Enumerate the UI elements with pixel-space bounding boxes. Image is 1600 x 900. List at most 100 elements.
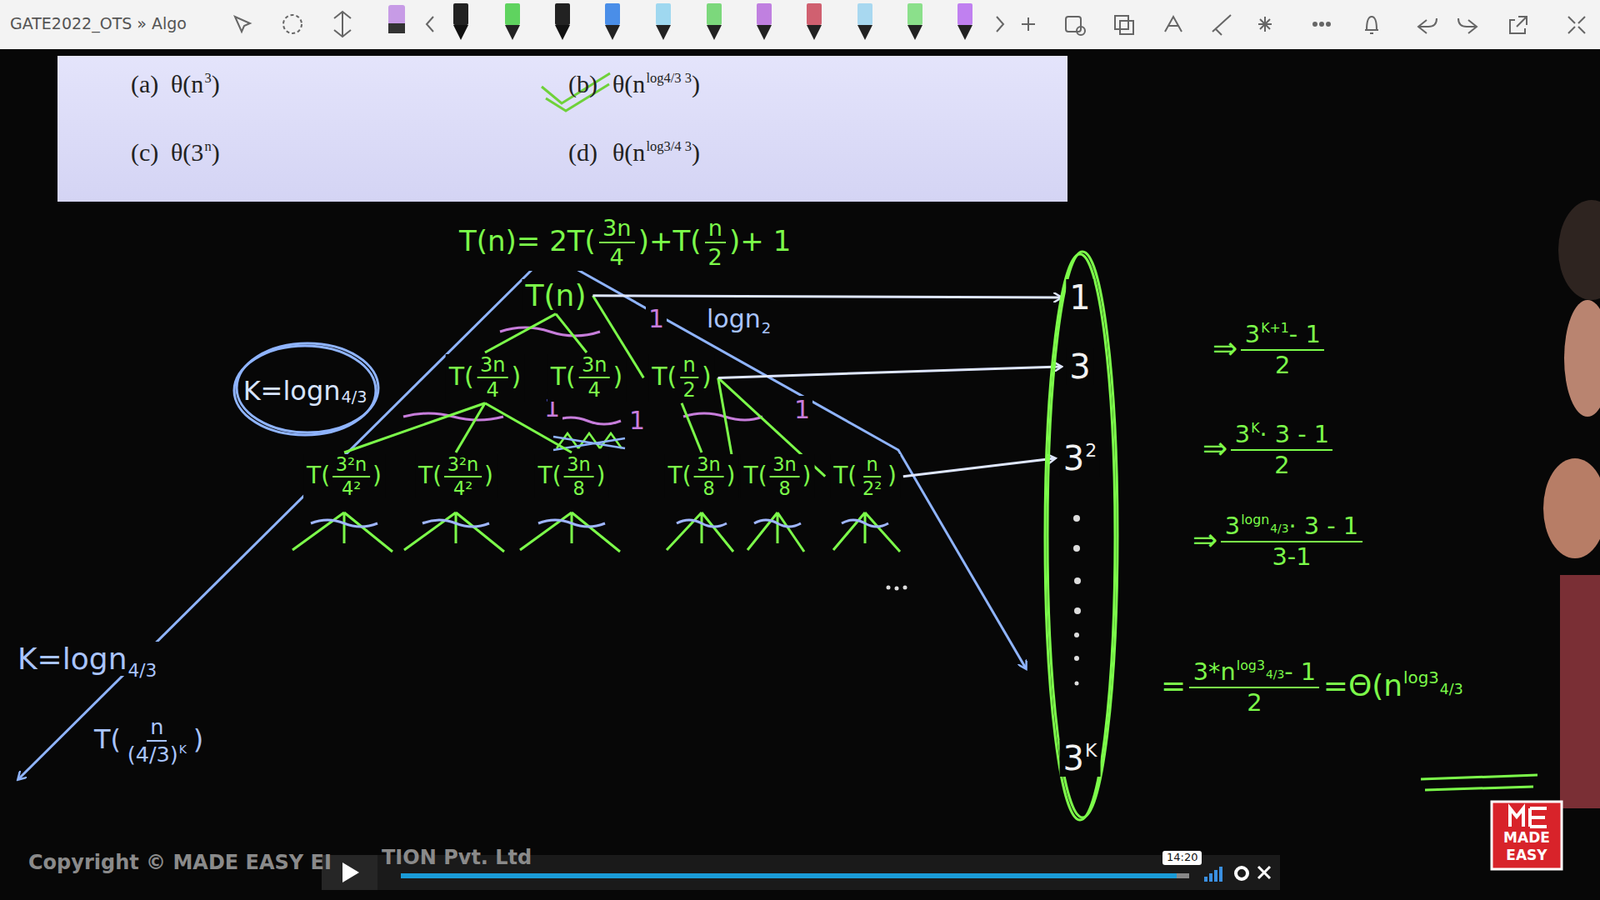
node-text: )	[595, 461, 605, 490]
app-toolbar	[0, 0, 1600, 50]
label-text: TION Pvt. Ltd	[381, 845, 532, 870]
label-text: θ(3	[170, 138, 204, 166]
node-text: 1	[1069, 278, 1090, 317]
text-group: ⇒3K+1- 12	[1210, 320, 1330, 380]
node-text: 2	[683, 378, 696, 402]
fraction: 3n8	[770, 454, 800, 499]
text-group: 14:20	[1162, 850, 1202, 865]
tree-branch	[485, 314, 556, 353]
node-text: T(	[651, 361, 677, 391]
text-group: (c)	[130, 138, 159, 168]
node-text: )	[613, 361, 624, 391]
node-text: 3n	[480, 353, 505, 377]
annotation-circle: K=logn4/3	[230, 341, 380, 440]
text-group: θ(n3)	[170, 70, 220, 100]
fraction: 3n8	[694, 454, 724, 499]
fraction: n2	[680, 354, 699, 402]
tree-branch	[681, 403, 702, 453]
node-text: T(	[306, 461, 330, 490]
text-group: EASY	[1505, 847, 1547, 865]
label-text: · 3 - 1	[1289, 511, 1360, 540]
tree-branch	[455, 403, 485, 453]
node-text: )	[701, 361, 712, 391]
node-text: 3	[1063, 739, 1085, 778]
label-text: EASY	[1505, 846, 1547, 864]
denominator: 4	[606, 243, 628, 270]
node-text: )	[484, 461, 494, 490]
label-text: =	[1323, 668, 1349, 703]
numerator: 3n	[694, 454, 724, 478]
fraction: n2	[705, 215, 726, 271]
node-text: )	[511, 361, 522, 391]
label-text: (b)	[568, 70, 598, 98]
fraction: 3logn4/3· 3 - 13-1	[1220, 512, 1362, 571]
label-text: ⇒	[1192, 522, 1218, 557]
label-text: (4/3)	[127, 741, 179, 767]
node-text: 4	[486, 378, 500, 402]
numerator: 3²n	[332, 454, 370, 478]
pen-icons	[388, 3, 973, 40]
text-group: (b)	[568, 70, 598, 100]
node-text: 4²	[341, 477, 361, 500]
text-group: Copyright © MADE EASY EI	[28, 851, 332, 875]
text-group: 1	[626, 406, 648, 436]
node-text: 3²n	[447, 453, 479, 475]
denominator: 4²	[450, 477, 476, 500]
text-group: ⇒3logn4/3· 3 - 13-1	[1190, 512, 1369, 571]
label-text: 4/3	[127, 660, 157, 681]
numerator: n	[680, 354, 699, 379]
fraction: 3²n4²	[444, 454, 481, 499]
numerator: 3n	[564, 454, 594, 478]
node-text: K=logn	[243, 375, 341, 407]
label-text: GATE2022_OTS » Algo	[10, 14, 187, 33]
node-text: 8	[572, 477, 585, 500]
text-group: θ(nlog4/3 3)	[612, 70, 700, 100]
denominator: 2	[705, 243, 726, 270]
text-group: T(n)= 2T(3n4)+T(n2)+ 1	[456, 215, 794, 271]
result-underline	[1420, 775, 1538, 790]
mapping-arrow	[903, 458, 1055, 477]
fraction: 3K· 3 - 12	[1230, 420, 1333, 480]
label-text: 14:20	[1166, 850, 1198, 864]
label-text: 4/3	[1440, 680, 1464, 698]
denominator: 4²	[339, 477, 365, 500]
numerator: 3K+1- 1	[1240, 320, 1325, 351]
label-text: 3	[204, 70, 211, 86]
numerator: 3²n	[444, 454, 481, 478]
node-outline	[1040, 250, 1120, 825]
node-text: 3n	[581, 353, 607, 377]
outline-stroke	[236, 343, 379, 433]
fraction: 3K+1- 12	[1240, 320, 1325, 380]
denominator: 2²	[860, 477, 885, 500]
label-text: θ(n	[170, 70, 204, 98]
text-group: logn2	[704, 305, 774, 335]
label-text: 3-1	[1271, 542, 1311, 571]
node-text: 3²n	[335, 453, 367, 475]
label-text: 3	[1235, 420, 1250, 449]
node-text: T(	[744, 461, 768, 490]
text-group: θ(3n)	[170, 138, 220, 168]
label-text: 3*n	[1193, 657, 1236, 686]
outline-stroke	[1047, 251, 1118, 818]
label-text: 4/3	[1265, 667, 1285, 681]
label-text: log3/4 3	[645, 138, 692, 155]
label-text: 2	[1274, 450, 1290, 480]
label-text: 2	[761, 319, 771, 337]
label-text: )+T(	[638, 224, 702, 258]
node-text: 4	[588, 378, 601, 402]
tree-node: T(3²n4²)	[303, 454, 385, 499]
label-text: ⇒	[1212, 330, 1238, 365]
label-text: K	[1250, 420, 1260, 436]
tree-node: T(3²n4²)	[415, 454, 497, 499]
denominator: 4	[483, 378, 502, 401]
label-text: - 1	[1284, 657, 1316, 686]
tree-branch	[555, 314, 587, 353]
sum-term: 32	[1060, 440, 1100, 477]
node-text: T(	[418, 461, 442, 490]
text-group: ⇒3K· 3 - 12	[1200, 420, 1340, 480]
label-text: 1	[648, 304, 665, 334]
label-text: 4/3	[1270, 521, 1289, 535]
fraction: n(4/3)K	[124, 715, 190, 768]
tree-node: T(3n8)	[740, 454, 815, 499]
